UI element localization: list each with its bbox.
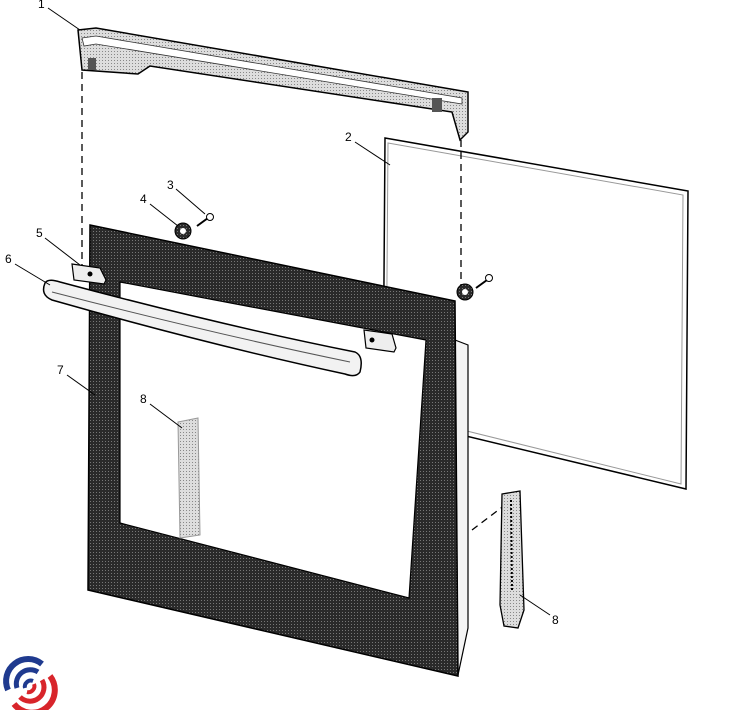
- callout-1: 1: [38, 0, 45, 11]
- callout-8-ghost: 8: [140, 392, 147, 406]
- handle-bracket-right: [363, 329, 397, 353]
- callout-labels: 1 2 3 4 5 6 7 8 8: [5, 0, 559, 627]
- callout-8-hinge: 8: [552, 613, 559, 627]
- washer-left: [174, 222, 192, 240]
- callout-7: 7: [57, 363, 64, 377]
- callout-2: 2: [345, 130, 352, 144]
- leader-lines: [14, 7, 551, 616]
- door-outer-glass-frame: [87, 224, 469, 677]
- screw-left: [196, 213, 214, 227]
- callout-5: 5: [36, 226, 43, 240]
- top-trim: [77, 27, 469, 142]
- handle-bracket-left: [71, 263, 107, 285]
- washer-right: [456, 283, 474, 301]
- callout-3: 3: [167, 178, 174, 192]
- screw-right: [475, 274, 493, 289]
- hinge-ghost: [177, 417, 201, 539]
- callout-6: 6: [5, 252, 12, 266]
- callout-4: 4: [140, 192, 147, 206]
- door-handle: [42, 279, 362, 377]
- brand-logo: [3, 656, 58, 710]
- door-hinge: [499, 490, 525, 629]
